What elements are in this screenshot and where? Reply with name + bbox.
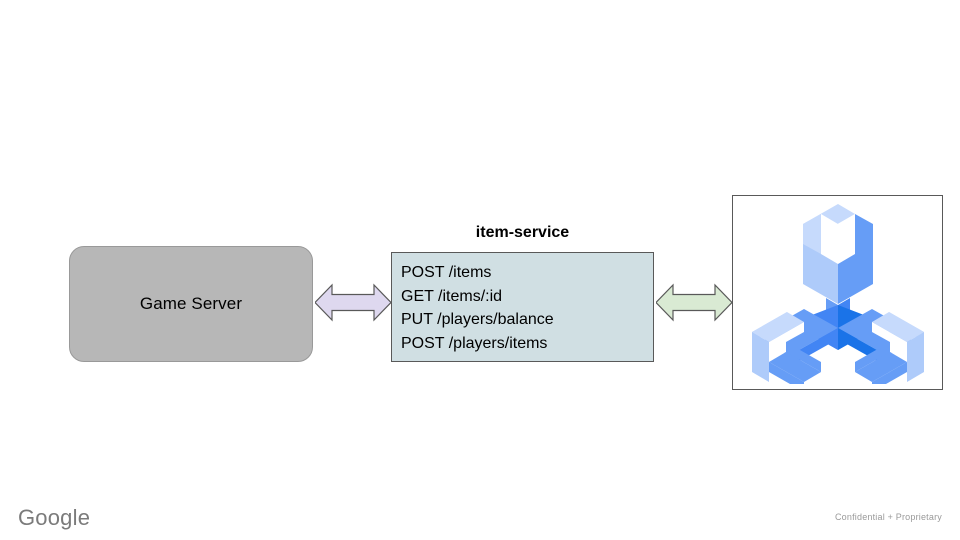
node-item-service[interactable]: POST /items GET /items/:id PUT /players/… (391, 252, 654, 362)
cloud-build-wrench-icon (751, 203, 924, 384)
endpoint-row: POST /players/items (401, 334, 548, 352)
endpoint-row: POST /items (401, 264, 492, 281)
endpoint-row: PUT /players/balance (401, 311, 554, 328)
confidentiality-notice: Confidential + Proprietary (834, 512, 942, 522)
connector-game-server-to-item-service[interactable] (315, 282, 391, 323)
double-arrow-icon (315, 283, 391, 322)
endpoint-row: GET /items/:id (401, 287, 503, 305)
double-arrow-icon (656, 283, 732, 322)
node-game-server[interactable]: Game Server (69, 246, 313, 362)
google-wordmark: Google (18, 505, 91, 530)
node-item-service-title: item-service (475, 224, 570, 241)
node-game-server-label: Game Server (139, 294, 243, 313)
node-build-logo-frame[interactable] (732, 195, 943, 390)
connector-item-service-to-build[interactable] (656, 282, 732, 323)
